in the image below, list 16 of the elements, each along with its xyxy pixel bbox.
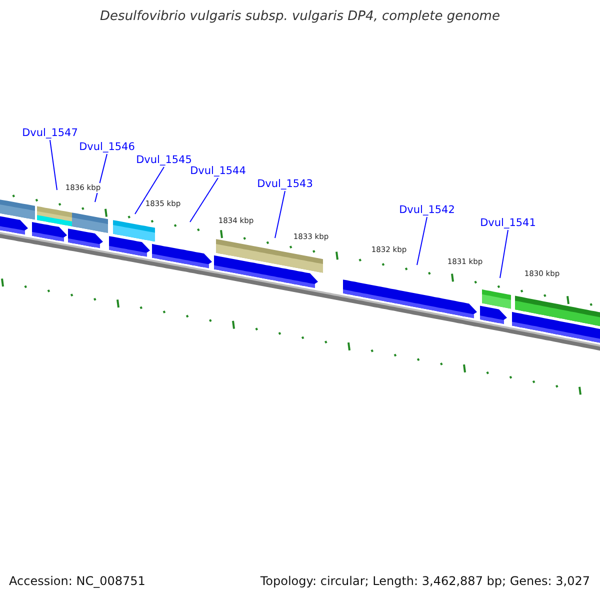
- footer-text: Accession: NC_008751: [9, 574, 146, 588]
- leader-line: [134, 166, 164, 214]
- gene-label: Dvul_1547: [22, 126, 78, 140]
- title: Desulfovibrio vulgaris subsp. vulgaris DP4, complete genome: [99, 9, 501, 24]
- leader-line: [500, 230, 508, 278]
- gene-label: Dvul_1541: [480, 216, 536, 230]
- leader-line: [50, 140, 58, 190]
- footer-text: Topology: circular; Length: 3,462,887 bp; Genes: 3,027: [260, 574, 590, 588]
- gene-label: Dvul_1545: [136, 153, 192, 167]
- gene-label: Dvul_1542: [399, 203, 455, 217]
- gene-label: Dvul_1546: [79, 140, 135, 154]
- leader-line: [190, 178, 218, 222]
- leader-line: [416, 216, 428, 266]
- gene-label: Dvul_1543: [257, 177, 313, 191]
- gene-label: Dvul_1544: [190, 164, 246, 178]
- leader-line: [274, 190, 286, 238]
